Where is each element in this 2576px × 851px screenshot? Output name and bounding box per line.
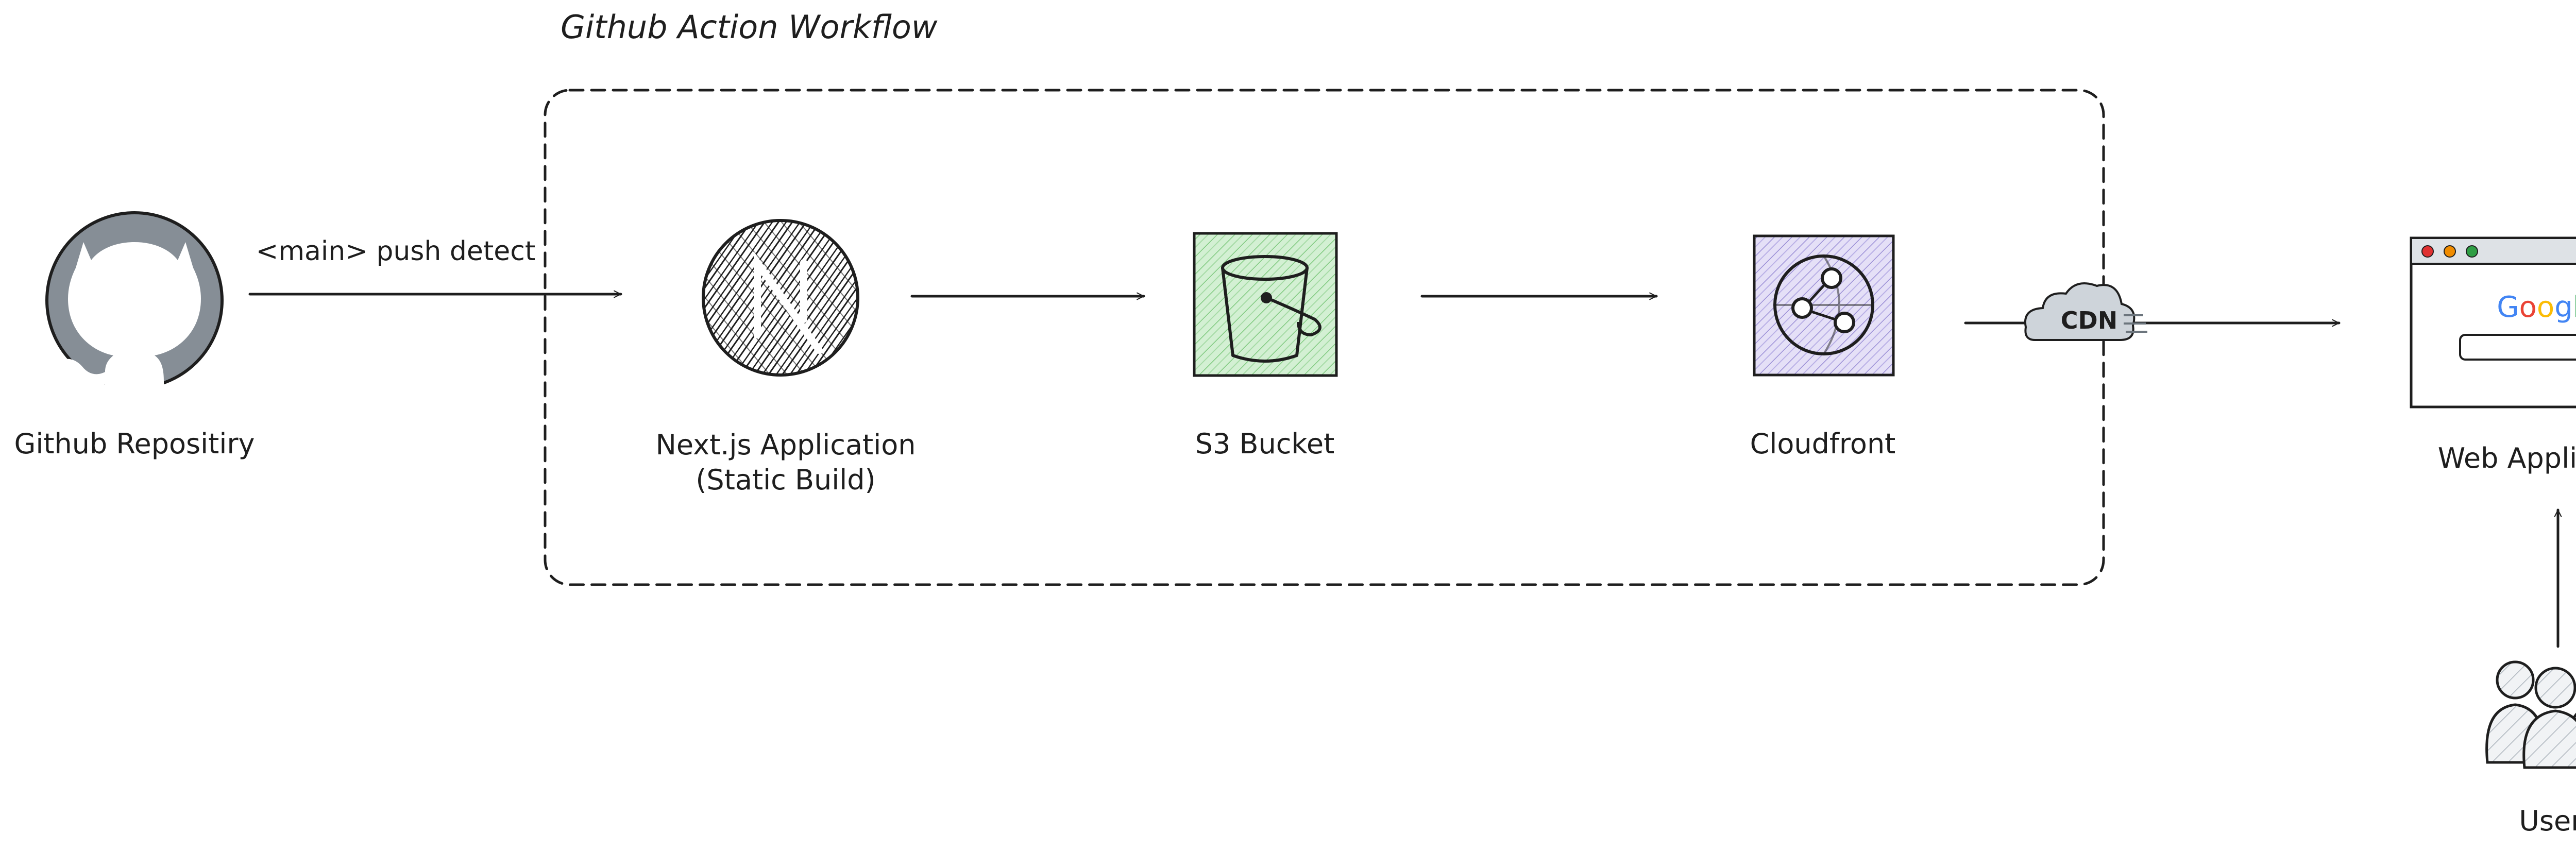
github-octocat-icon	[45, 211, 224, 400]
users-group-icon	[2485, 660, 2576, 769]
browser-window-icon: Google	[2410, 236, 2576, 409]
nextjs-label-line2: (Static Build)	[696, 464, 875, 496]
users-node: Users	[2485, 660, 2576, 837]
window-maximize-dot	[2466, 245, 2478, 258]
github-repository-label: Github Repositiry	[14, 428, 255, 460]
workflow-title: Github Action Workflow	[561, 8, 938, 46]
cloudfront-node: Cloudfront	[1750, 234, 1896, 460]
s3-bucket-label: S3 Bucket	[1195, 428, 1335, 460]
search-box	[2459, 334, 2576, 361]
nextjs-logo-icon	[702, 219, 859, 377]
push-detect-label: <main> push detect	[256, 236, 536, 267]
window-close-dot	[2421, 245, 2434, 258]
window-minimize-dot	[2444, 245, 2456, 258]
cloudfront-label: Cloudfront	[1750, 428, 1896, 460]
edge-push-detect: <main> push detect	[248, 236, 622, 298]
search-brand-logo: Google	[2497, 291, 2576, 324]
users-label: Users	[2519, 805, 2576, 837]
web-application-label: Web Application	[2438, 442, 2576, 474]
nextjs-application-node: Next.js Application (Static Build)	[656, 219, 916, 496]
cdn-cloud-icon	[2024, 282, 2147, 341]
cloudfront-icon	[1753, 234, 1895, 377]
nextjs-label-line1: Next.js Application	[656, 429, 916, 461]
github-repository-node: Github Repositiry	[14, 211, 255, 460]
cdn-label: CDN	[2061, 307, 2117, 334]
edge-cdn: CDN	[1964, 282, 2341, 341]
s3-bucket-icon	[1193, 232, 1338, 377]
web-application-node: Google Web Application	[2410, 236, 2576, 474]
s3-bucket-node: S3 Bucket	[1193, 232, 1338, 460]
